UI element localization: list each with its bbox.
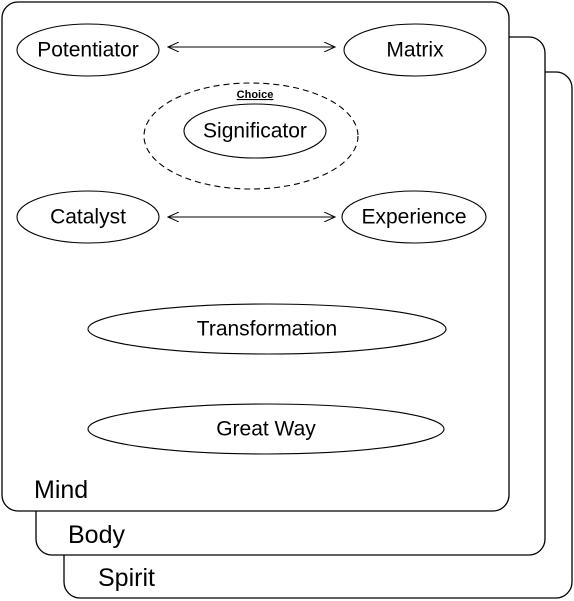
catalyst-node: Catalyst	[16, 190, 160, 244]
mind-layer-label: Mind	[34, 476, 88, 504]
transformation-label: Transformation	[197, 318, 337, 341]
catalyst-label: Catalyst	[50, 206, 126, 229]
matrix-node: Matrix	[343, 23, 487, 77]
significator-label: Significator	[203, 120, 307, 143]
mind-layer-card: Mind	[1, 1, 510, 512]
potentiator-label: Potentiator	[37, 39, 139, 62]
great-way-node: Great Way	[87, 403, 445, 455]
great-way-label: Great Way	[216, 418, 316, 441]
transformation-node: Transformation	[87, 303, 447, 355]
spirit-layer-label: Spirit	[98, 564, 155, 592]
matrix-label: Matrix	[386, 39, 444, 62]
experience-label: Experience	[361, 206, 466, 229]
experience-node: Experience	[341, 190, 487, 244]
potentiator-node: Potentiator	[16, 23, 160, 77]
choice-label: Choice	[237, 89, 274, 101]
significator-node: Significator	[183, 103, 327, 159]
body-layer-label: Body	[68, 521, 125, 549]
